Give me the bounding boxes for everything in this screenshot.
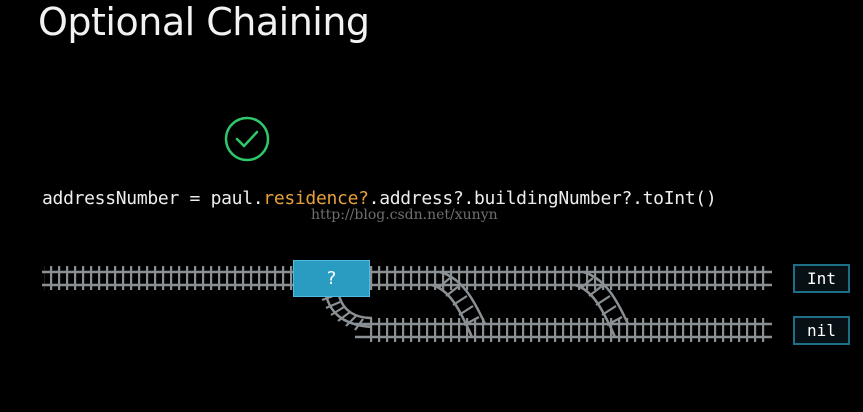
result-int-box: Int: [793, 264, 850, 293]
code-prefix: addressNumber = paul.: [42, 188, 264, 209]
code-expression: addressNumber = paul.residence?.address?…: [42, 188, 717, 209]
branch-track-3: [574, 270, 630, 338]
main-track: [42, 266, 772, 290]
optional-train-car: ?: [293, 260, 370, 297]
checkmark-circle-icon: [224, 116, 270, 162]
code-suffix: .address?.buildingNumber?.toInt(): [368, 188, 717, 209]
nil-track: [355, 318, 772, 342]
slide-title: Optional Chaining: [38, 0, 370, 44]
watermark: http://blog.csdn.net/xunyn: [311, 207, 498, 223]
result-nil-box: nil: [793, 316, 850, 345]
branch-track-2: [431, 270, 487, 338]
code-highlight: residence?: [263, 188, 369, 209]
